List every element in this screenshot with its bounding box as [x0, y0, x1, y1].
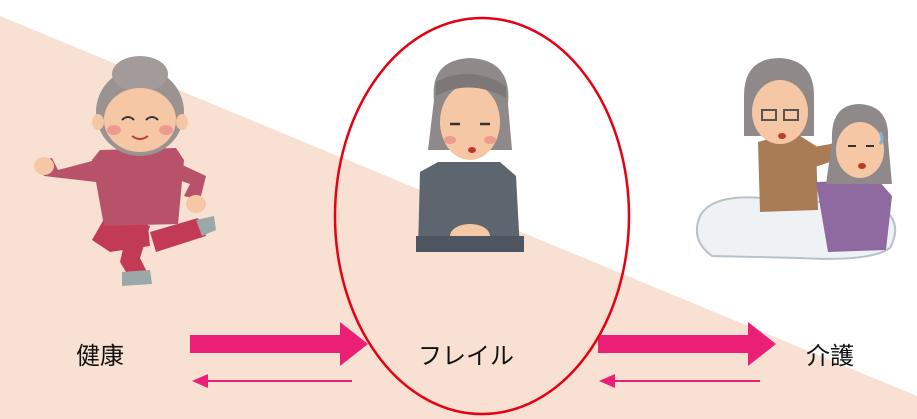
stage-label-frailty: フレイル	[418, 342, 514, 370]
frailty-highlight-ellipse	[333, 16, 631, 416]
back-arrow-care-to-frailty	[599, 374, 760, 388]
back-arrow-frailty-to-health	[192, 374, 352, 388]
caregiver-couple-icon	[696, 58, 897, 260]
forward-arrow-frailty-to-care	[598, 322, 776, 366]
frail-elderly-woman-icon	[416, 58, 524, 252]
stage-label-care: 介護	[806, 342, 854, 370]
stage-label-healthy: 健康	[76, 342, 124, 370]
active-elderly-woman-icon	[34, 56, 216, 286]
forward-arrow-health-to-frailty	[190, 322, 368, 366]
